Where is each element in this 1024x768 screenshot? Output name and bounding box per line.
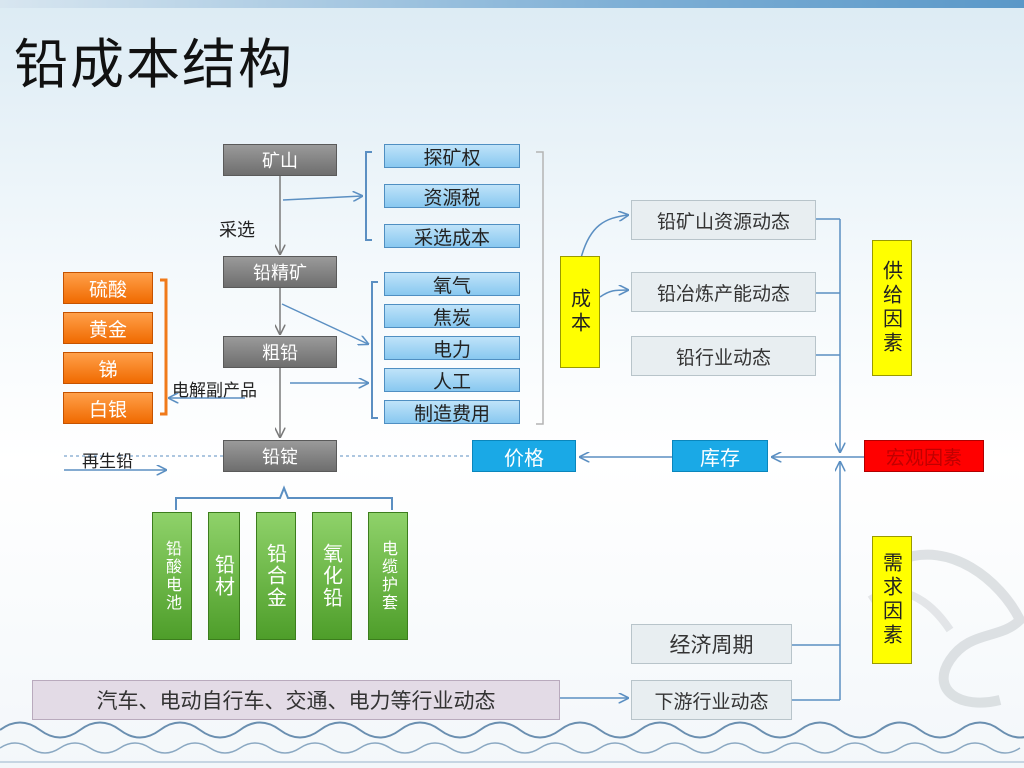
macro-factor-box: 宏观因素 <box>864 440 984 472</box>
concentrate-box: 铅精矿 <box>223 256 337 288</box>
mining-cost-item: 资源税 <box>384 184 520 209</box>
smelting-cost-item: 电力 <box>384 336 520 361</box>
product-item: 电缆护套 <box>368 512 408 640</box>
smelting-cost-item: 焦炭 <box>384 304 520 329</box>
supply-factor-box: 供给因素 <box>872 240 912 376</box>
price-box: 价格 <box>472 440 576 472</box>
inventory-box: 库存 <box>672 440 768 472</box>
industries-dynamics-box: 汽车、电动自行车、交通、电力等行业动态 <box>32 680 560 720</box>
beneficiation-label: 采选 <box>219 220 255 241</box>
byproduct-item: 白银 <box>63 392 153 424</box>
lead-industry-dynamics: 铅行业动态 <box>631 336 816 376</box>
downstream-industry-box: 下游行业动态 <box>631 680 792 720</box>
electrolysis-byproduct-label: 电解副产品 <box>172 381 257 401</box>
lead-ingot-box: 铅锭 <box>223 440 337 472</box>
recycled-lead-label: 再生铅 <box>82 452 133 472</box>
smelting-cost-item: 氧气 <box>384 272 520 297</box>
byproduct-item: 锑 <box>63 352 153 384</box>
lead-smelting-capacity-dynamics: 铅冶炼产能动态 <box>631 272 816 312</box>
product-item: 铅合金 <box>256 512 296 640</box>
crude-lead-box: 粗铅 <box>223 336 337 368</box>
product-item: 氧化铅 <box>312 512 352 640</box>
economic-cycle-box: 经济周期 <box>631 624 792 664</box>
product-item: 铅酸电池 <box>152 512 192 640</box>
product-item: 铅材 <box>208 512 240 640</box>
mining-cost-item: 探矿权 <box>384 144 520 169</box>
lead-mine-resource-dynamics: 铅矿山资源动态 <box>631 200 816 240</box>
demand-factor-box: 需求因素 <box>872 536 912 664</box>
top-decor-bar <box>0 0 1024 8</box>
mine-box: 矿山 <box>223 144 337 176</box>
byproduct-item: 硫酸 <box>63 272 153 304</box>
smelting-cost-item: 人工 <box>384 368 520 393</box>
byproduct-item: 黄金 <box>63 312 153 344</box>
page-title: 铅成本结构 <box>14 33 294 96</box>
mining-cost-item: 采选成本 <box>384 224 520 249</box>
smelting-cost-item: 制造费用 <box>384 400 520 425</box>
cost-box: 成本 <box>560 256 600 368</box>
